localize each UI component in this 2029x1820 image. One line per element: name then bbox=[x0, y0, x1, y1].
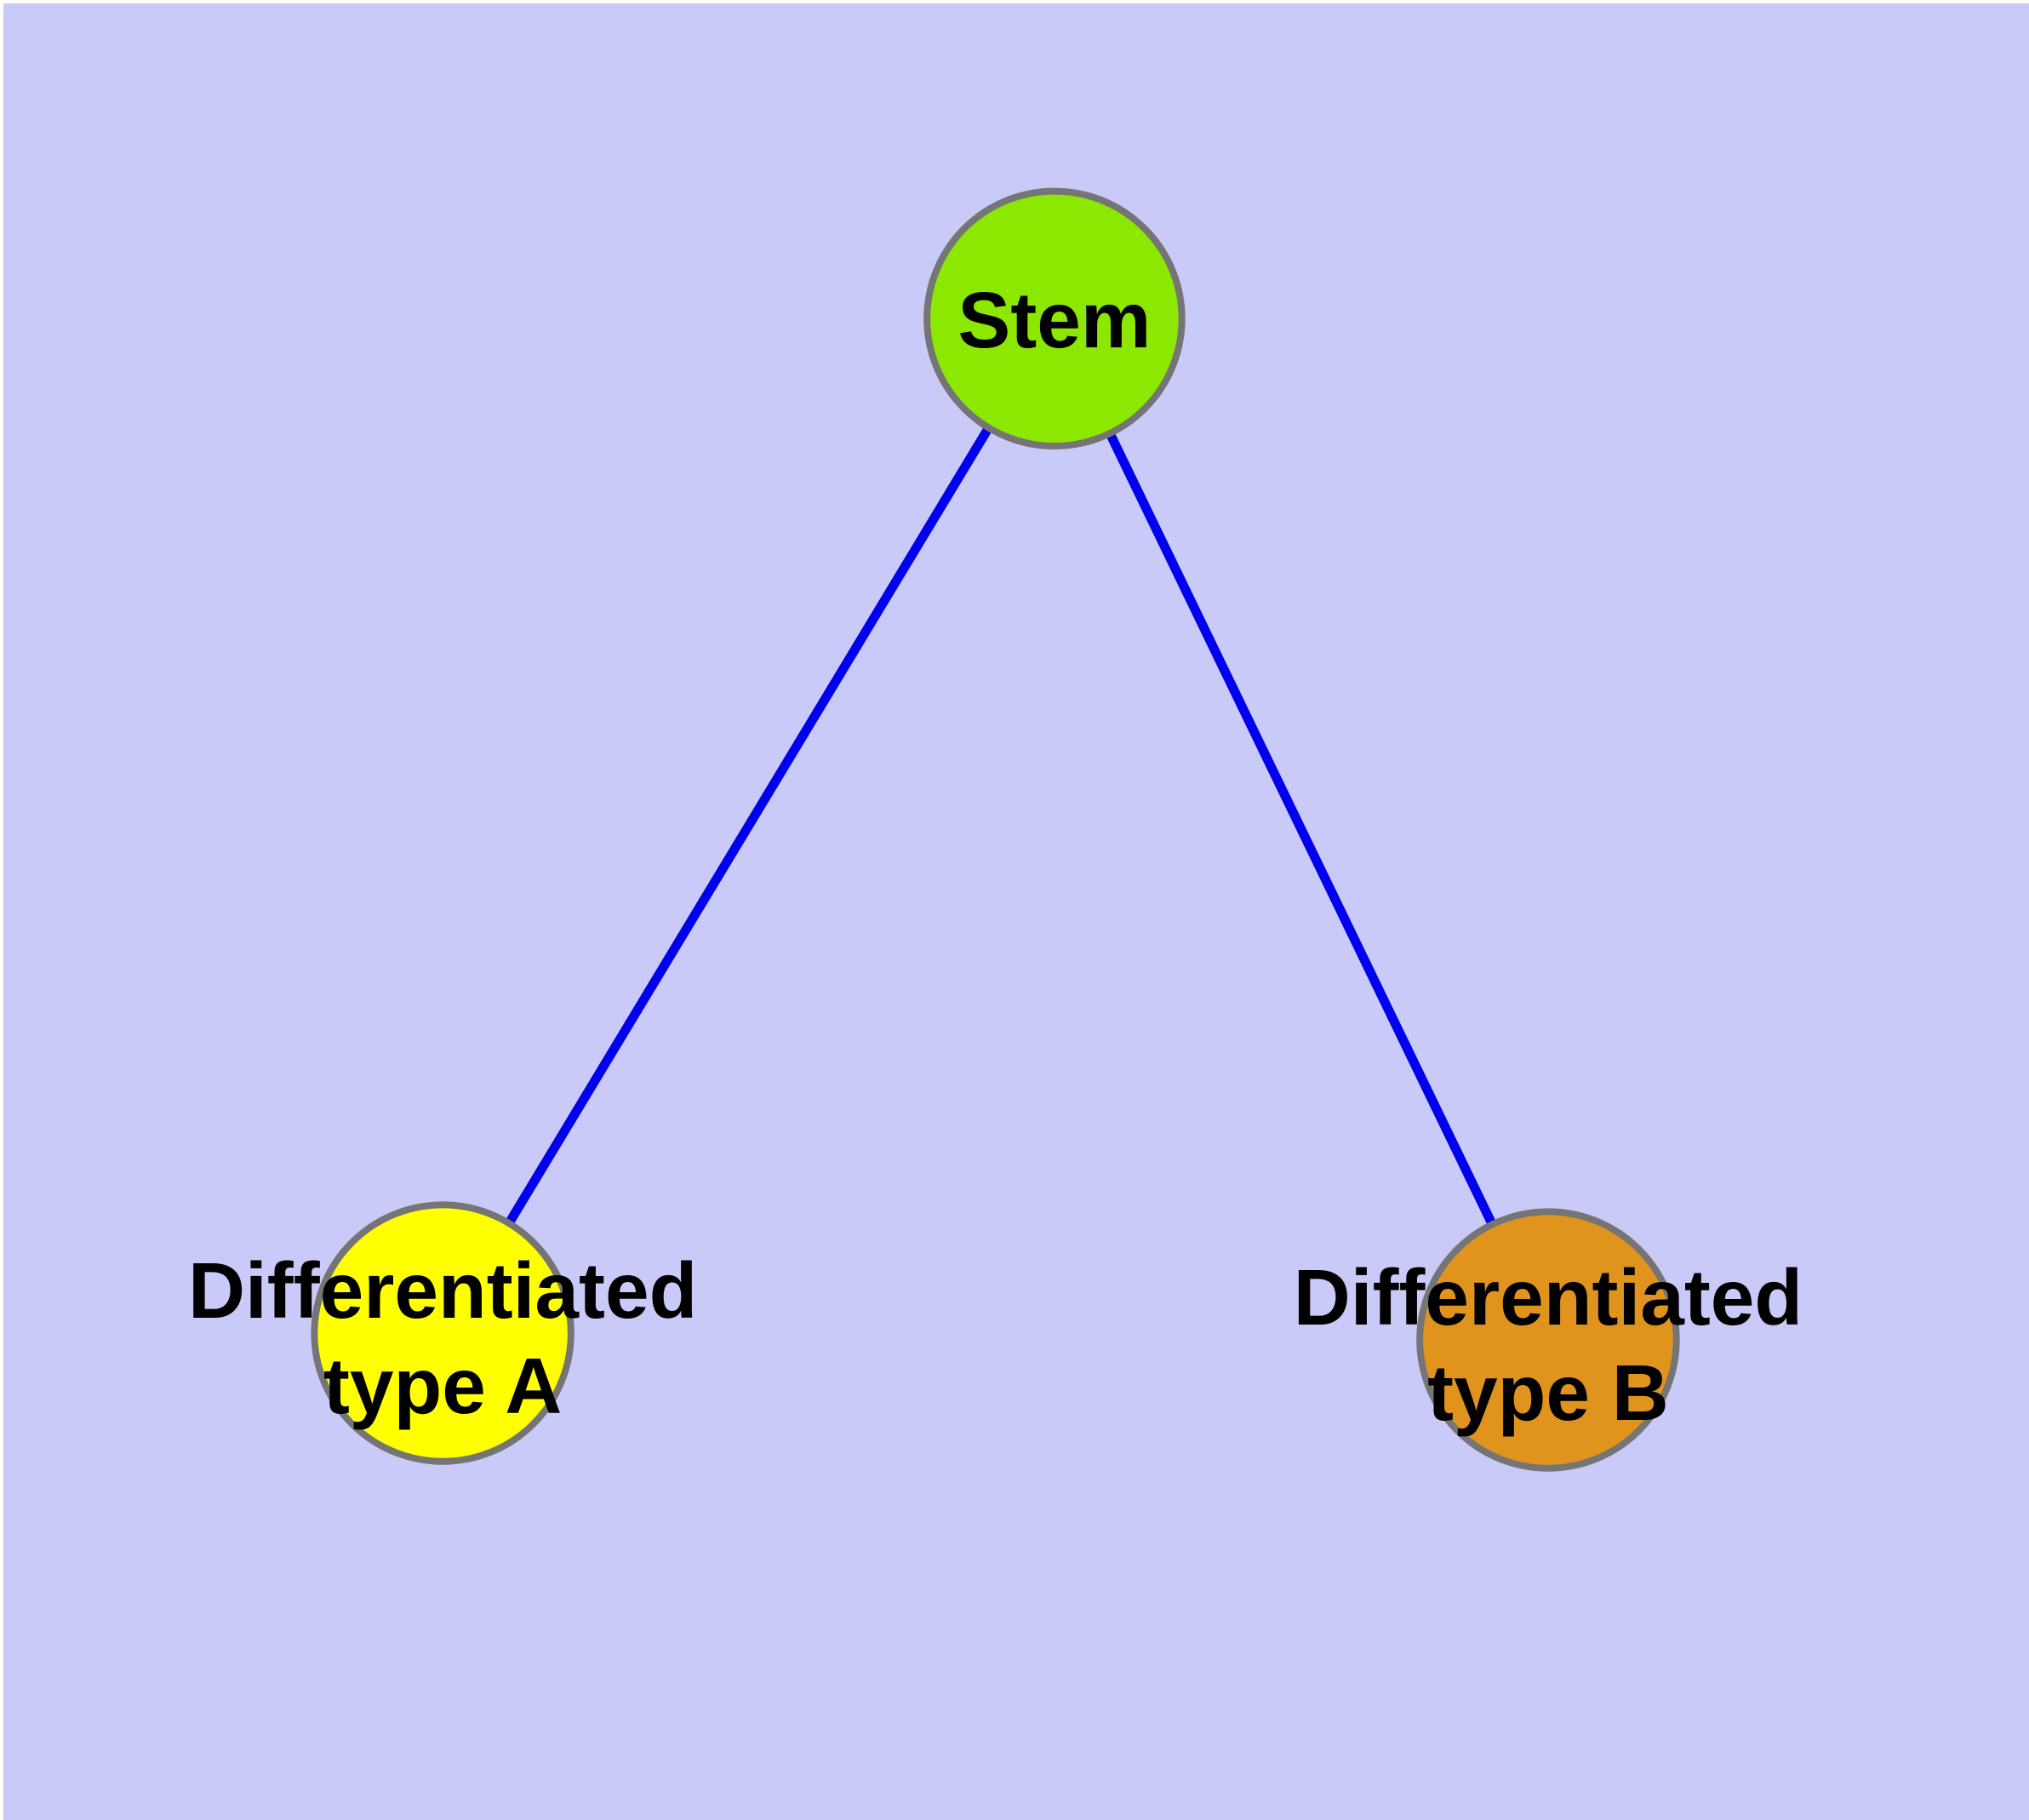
node-type-b-circle[interactable] bbox=[1416, 1208, 1680, 1472]
node-stem-circle[interactable] bbox=[923, 187, 1186, 450]
edge-stem-to-type-b bbox=[1049, 316, 1552, 1342]
node-stem-label: Stem bbox=[957, 276, 1151, 364]
diagram-canvas: Stem Differentiated type A Differentiate… bbox=[3, 3, 2029, 1820]
node-differentiated-type-a: Differentiated type A bbox=[188, 1201, 697, 1465]
node-type-b-label-line-1: Differentiated bbox=[1294, 1253, 1803, 1342]
node-type-a-circle[interactable] bbox=[311, 1201, 574, 1465]
node-type-a-label-line-1: Differentiated bbox=[188, 1246, 697, 1335]
edge-stem-to-type-a bbox=[438, 316, 1059, 1336]
node-differentiated-type-b: Differentiated type B bbox=[1294, 1208, 1803, 1472]
node-type-b-label-line-2: type B bbox=[1427, 1348, 1669, 1437]
node-type-a-label-line-2: type A bbox=[323, 1342, 562, 1430]
node-stem: Stem bbox=[923, 187, 1186, 450]
